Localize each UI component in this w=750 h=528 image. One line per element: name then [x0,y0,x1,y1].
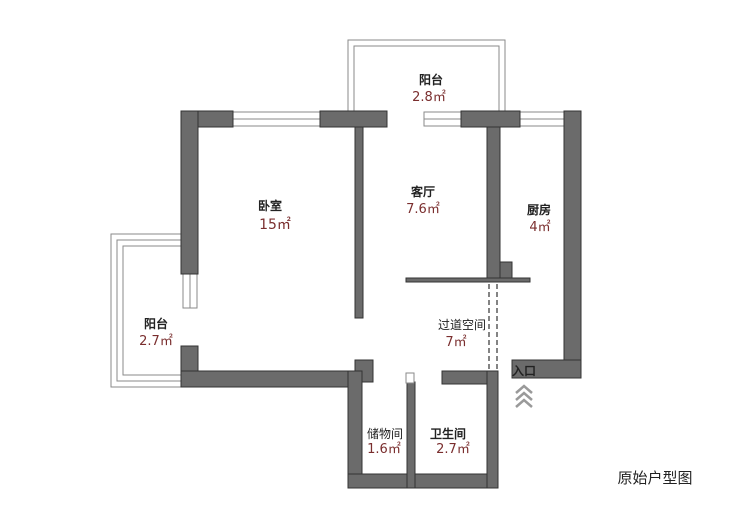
room-name-storage: 储物间 [367,426,403,441]
room-balcony-left: 阳台 2.7㎡ [139,316,173,349]
wall-storage-left [347,370,363,489]
entrance-label: 入口 [512,364,536,378]
windows [182,111,565,309]
chevron-up-icon [515,384,533,408]
pipe-marker [405,372,415,384]
room-area-hallway: 7㎡ [445,335,466,350]
room-bathroom: 卫生间 2.7㎡ [430,426,470,457]
room-name-bedroom: 卧室 [258,198,282,213]
wall-top-mid [319,110,388,128]
plan-caption: 原始户型图 [617,469,692,487]
room-area-balcony-top: 2.8㎡ [412,90,446,105]
wall-left-upper [180,110,199,275]
room-area-storage: 1.6㎡ [367,442,401,457]
wall-top-right [460,110,521,128]
wall-storage-bathroom [406,381,416,489]
wall-bottom-left [180,370,363,388]
balcony-left-outline [110,233,181,388]
room-name-balcony-left: 阳台 [144,316,168,331]
room-hallway: 过道空间 7㎡ [438,318,486,350]
wall-counter-line [405,277,531,283]
room-area-kitchen: 4㎡ [529,220,550,235]
walls [180,110,582,489]
room-name-balcony-top: 阳台 [419,72,443,87]
wall-bedroom-living [354,126,364,319]
room-storage: 储物间 1.6㎡ [367,426,403,457]
room-area-balcony-left: 2.7㎡ [139,334,173,349]
room-area-living: 7.6㎡ [406,202,440,217]
room-area-bathroom: 2.7㎡ [436,442,470,457]
room-balcony-top: 阳台 2.8㎡ [412,72,446,105]
room-bedroom: 卧室 15㎡ [258,198,291,233]
entry-dashed-lines [488,284,498,369]
balcony-top-outline [347,39,506,111]
wall-bottom [347,473,499,489]
room-area-bedroom: 15㎡ [259,217,291,233]
wall-bathroom-right [486,370,499,489]
entrance: 入口 [512,364,536,408]
wall-kitchen-right [563,110,582,379]
room-kitchen: 厨房 4㎡ [527,202,551,235]
wall-kitchen-bottom [511,359,582,379]
room-living: 客厅 7.6㎡ [406,184,440,217]
room-name-living: 客厅 [410,184,435,199]
wall-living-kitchen [486,126,501,282]
room-name-kitchen: 厨房 [527,202,551,217]
room-name-hallway: 过道空间 [438,318,486,332]
room-name-bathroom: 卫生间 [430,426,466,441]
